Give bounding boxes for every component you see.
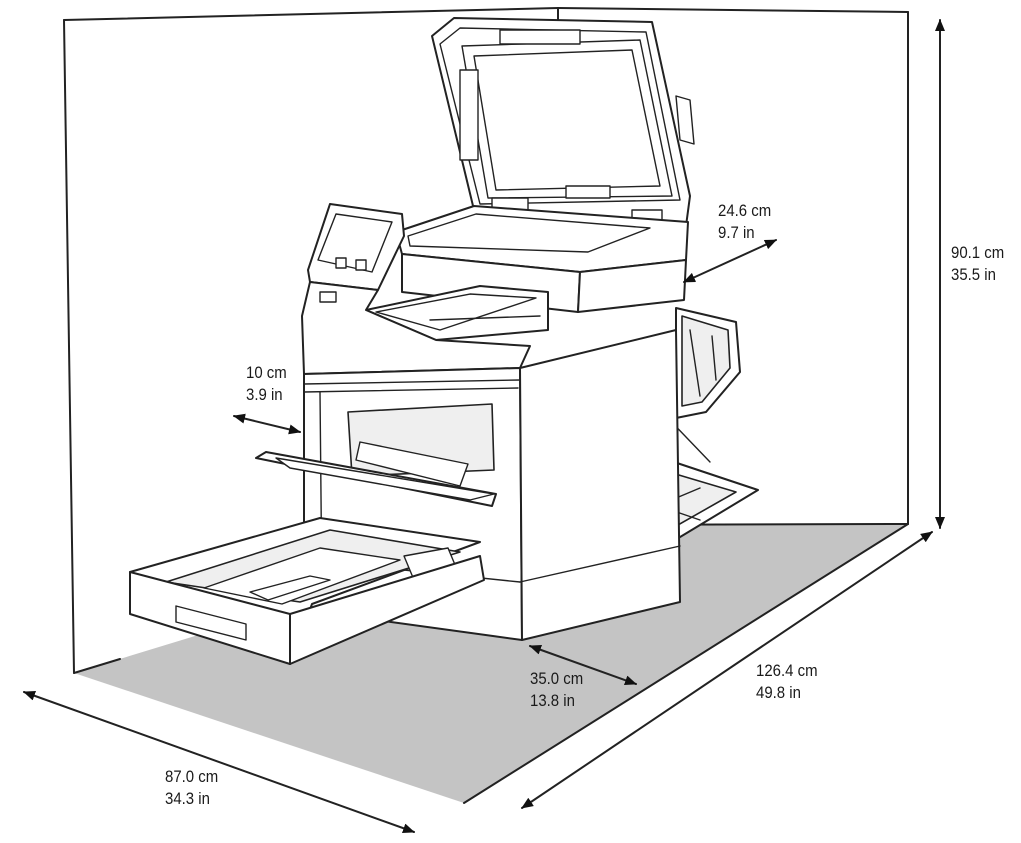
depth-metric: 126.4 cm — [756, 661, 818, 680]
dimension-arrows — [23, 19, 945, 833]
left-clearance-imperial: 3.9 in — [246, 385, 283, 404]
scanner-base — [395, 205, 689, 313]
height-imperial: 35.5 in — [951, 265, 996, 284]
paper-tray — [129, 517, 485, 665]
height-metric: 90.1 cm — [951, 243, 1005, 262]
rear-cover — [675, 307, 741, 419]
control-panel — [307, 203, 405, 291]
left-clearance-arrow — [233, 413, 301, 435]
front-clearance-metric: 35.0 cm — [530, 669, 584, 688]
bypass-tray — [255, 441, 497, 507]
depth-arrow — [521, 531, 933, 809]
scanner-lid — [431, 17, 695, 227]
width-label: 87.0 cm 34.3 in — [165, 766, 218, 810]
rear-clearance-label: 24.6 cm 9.7 in — [718, 200, 771, 244]
rear-clearance-arrow — [683, 239, 777, 283]
depth-label: 126.4 cm 49.8 in — [756, 660, 818, 704]
rear-clearance-metric: 24.6 cm — [718, 201, 772, 220]
left-clearance-metric: 10 cm — [246, 363, 287, 382]
left-clearance-label: 10 cm 3.9 in — [246, 362, 287, 406]
output-tray — [365, 285, 549, 341]
front-clearance-label: 35.0 cm 13.8 in — [530, 668, 583, 712]
depth-imperial: 49.8 in — [756, 683, 801, 702]
front-clearance-imperial: 13.8 in — [530, 691, 575, 710]
rear-clearance-imperial: 9.7 in — [718, 223, 755, 242]
width-arrow — [23, 691, 415, 833]
width-imperial: 34.3 in — [165, 789, 210, 808]
printer — [129, 17, 759, 665]
width-metric: 87.0 cm — [165, 767, 219, 786]
height-label: 90.1 cm 35.5 in — [951, 242, 1004, 286]
